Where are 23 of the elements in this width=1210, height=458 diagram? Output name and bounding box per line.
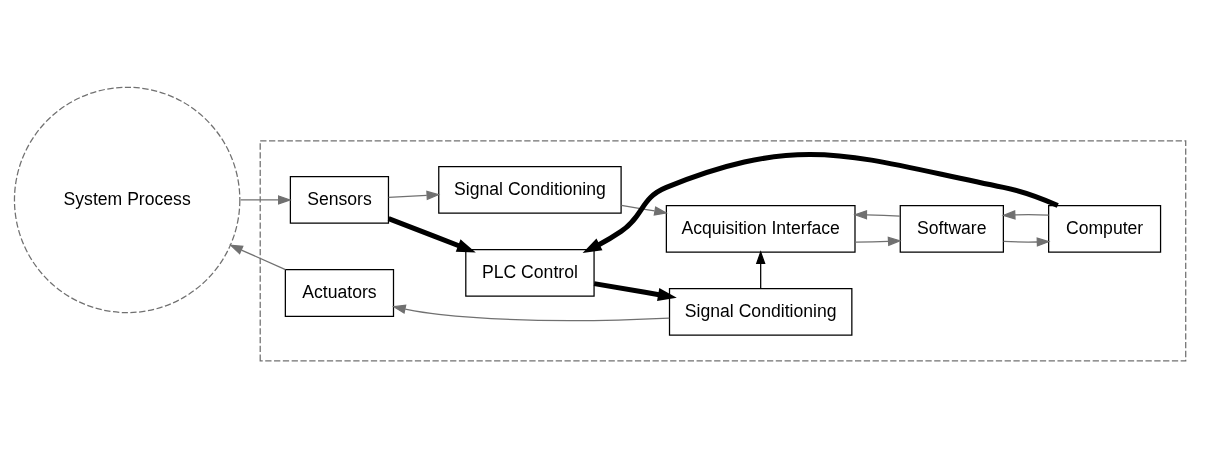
node-box: Computer — [1048, 205, 1162, 253]
node-box: Actuators — [284, 269, 395, 317]
arrow — [240, 195, 292, 205]
arrow — [229, 244, 287, 271]
node-box: Software — [899, 205, 1004, 253]
arrow — [755, 250, 766, 290]
cluster — [259, 140, 1187, 362]
arrow — [1002, 237, 1051, 247]
node-box: Acquisition Interface — [665, 205, 856, 253]
arrow — [1001, 210, 1050, 220]
arrow — [388, 190, 441, 201]
arrow — [593, 281, 677, 302]
arrow — [391, 304, 670, 322]
arrow — [620, 204, 668, 216]
arrow — [387, 216, 476, 253]
node-box: Signal Conditioning — [668, 287, 853, 336]
node-box: PLC Control — [465, 249, 595, 297]
arrow — [582, 152, 1059, 253]
arrow — [854, 236, 902, 247]
arrow — [853, 209, 901, 220]
node-circle: System Process — [13, 86, 241, 314]
node-box: Sensors — [289, 176, 390, 224]
node-box: Signal Conditioning — [438, 166, 622, 214]
